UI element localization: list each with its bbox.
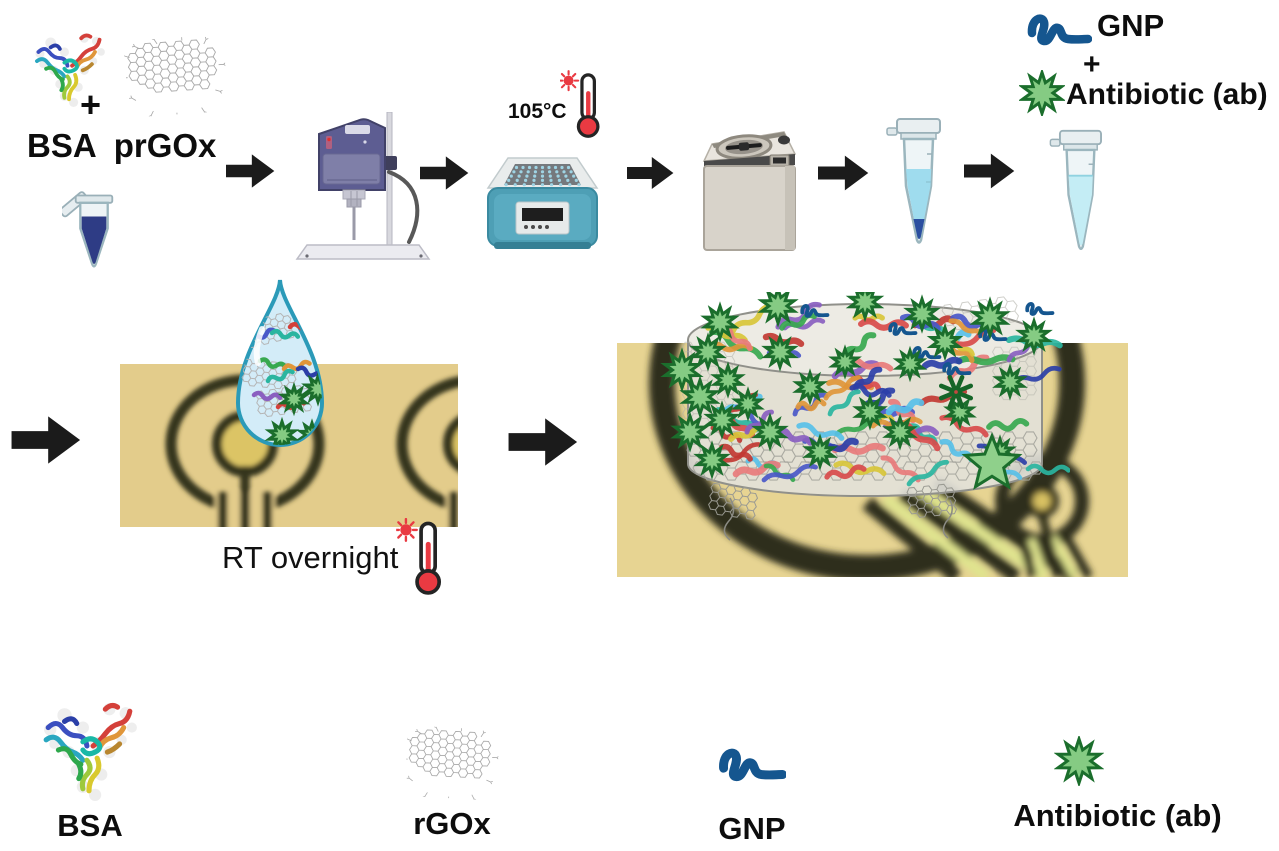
rgox-graphene-icon (123, 34, 229, 118)
incubation-label: RT overnight (222, 540, 399, 575)
antibiotic-mixture-label: Antibiotic (ab) (1066, 78, 1268, 111)
microtube-pellet-icon (886, 118, 941, 244)
prgox-label: prGOx (113, 127, 217, 164)
antibiotic-star-icon (1054, 736, 1104, 786)
bsa-label: BSA (27, 127, 97, 164)
gnp-squiggle-icon (1026, 10, 1092, 48)
legend-bsa-label: BSA (57, 808, 123, 843)
plus-sign: + (80, 84, 102, 125)
microtube-bsa-prgox-icon (62, 191, 114, 268)
centrifuge-icon (702, 131, 797, 251)
flow-arrow-icon (818, 155, 869, 191)
heat-block-icon (486, 157, 599, 249)
flow-arrow-icon (226, 154, 275, 188)
gnp-mixture-label: GNP (1097, 8, 1165, 43)
rgox-graphene-icon (404, 725, 500, 801)
membrane-disk-illustration (660, 292, 1070, 541)
homogenizer-icon (295, 112, 431, 260)
legend-rgox-label: rGOx (413, 806, 491, 841)
thermometer-heat-icon (560, 70, 600, 138)
flow-arrow-icon (420, 156, 469, 190)
flow-arrow-icon (964, 153, 1015, 189)
antibiotic-star-icon (1019, 70, 1065, 116)
flow-arrow-icon (627, 157, 674, 189)
microtube-supernatant-icon (1049, 129, 1102, 250)
rt-thermometer-icon (396, 518, 442, 595)
gnp-squiggle-icon (718, 744, 786, 784)
plus-sign: + (1083, 48, 1101, 81)
sample-droplet-icon (235, 279, 325, 447)
bsa-protein-icon (38, 692, 140, 806)
heating-temperature-label: 105°C (508, 100, 567, 123)
flow-arrow-icon (11, 416, 81, 464)
legend-antibiotic-label: Antibiotic (ab) (1013, 798, 1222, 833)
flow-arrow-icon (508, 418, 578, 466)
legend-gnp-label: GNP (718, 811, 786, 846)
reagent-labels: BSA prGOx (27, 127, 216, 165)
